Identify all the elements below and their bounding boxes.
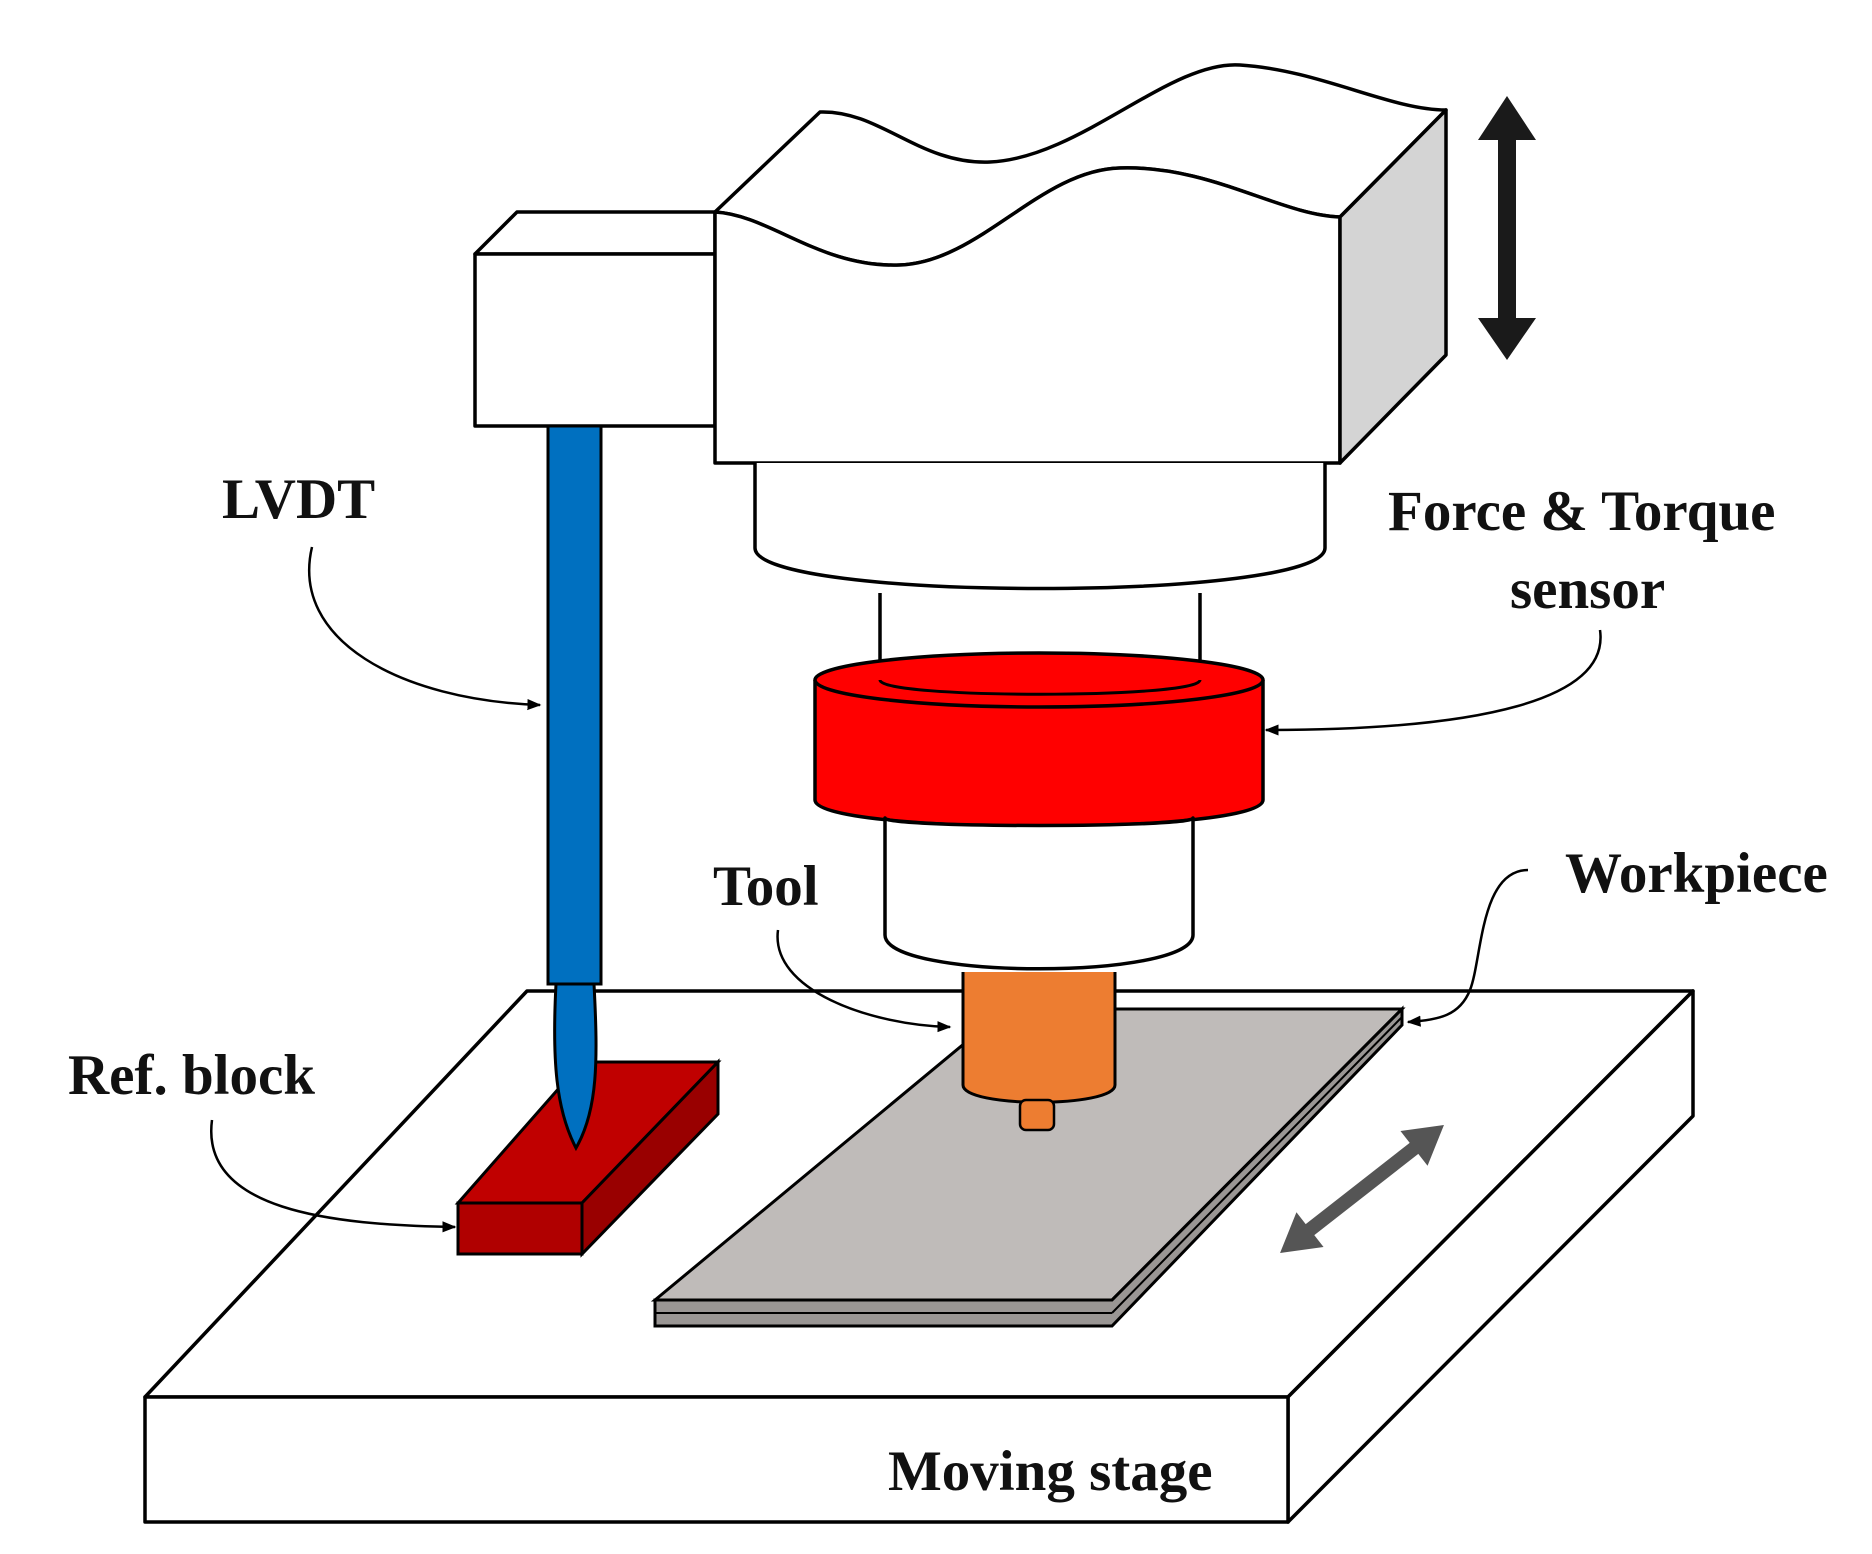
label-tool: Tool xyxy=(713,855,819,918)
double-arrow-diagonal-icon xyxy=(1280,1124,1444,1254)
lvdt-leader xyxy=(308,546,542,711)
label-force-torque: Force & Torque xyxy=(1388,480,1775,543)
force-torque-leader xyxy=(1264,629,1602,736)
sensor-ring-top xyxy=(813,651,1265,709)
head-side-face xyxy=(1338,108,1448,465)
lvdt-probe-tip xyxy=(553,982,598,1152)
tool-body xyxy=(961,972,1117,1104)
workpiece xyxy=(650,1005,1406,1328)
lvdt-housing-top xyxy=(473,210,717,256)
ref-block-front xyxy=(456,1201,584,1256)
label-moving-stage: Moving stage xyxy=(888,1440,1213,1503)
label-lvdt: LVDT xyxy=(222,468,375,531)
workpiece-leader xyxy=(1406,868,1529,1027)
tool-leader xyxy=(776,929,952,1033)
spindle-lower-cylinder xyxy=(883,816,1195,971)
ref-block-leader xyxy=(210,1119,457,1233)
head-front-face xyxy=(713,166,1342,465)
double-arrow-vertical-icon xyxy=(1478,96,1536,360)
stage-front-face xyxy=(143,1395,1290,1524)
machine-head xyxy=(713,63,1448,465)
label-workpiece: Workpiece xyxy=(1565,842,1828,905)
label-force-torque-sensor: sensor xyxy=(1510,558,1665,621)
spindle-upper-cylinder xyxy=(753,463,1327,591)
label-ref-block: Ref. block xyxy=(68,1044,315,1107)
lvdt-assembly xyxy=(473,210,717,1152)
spindle xyxy=(753,463,1327,1132)
lvdt-housing xyxy=(473,252,717,428)
workpiece-edge-layers xyxy=(653,1005,1404,1328)
tool-pin xyxy=(1018,1098,1056,1132)
lvdt-probe-rod xyxy=(546,424,603,986)
ref-block xyxy=(454,1058,722,1258)
